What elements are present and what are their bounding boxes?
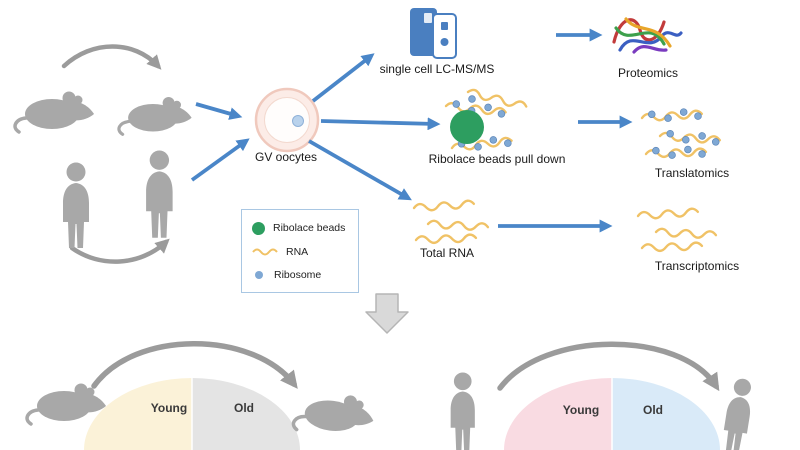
legend-label-rna: RNA xyxy=(286,245,309,258)
down-block-arrow-icon xyxy=(365,293,409,334)
ribolace-bead-legend-icon xyxy=(252,221,265,235)
label-proteomics: Proteomics xyxy=(617,66,679,80)
gv-oocyte-icon xyxy=(254,87,320,153)
mouse-icon-1 xyxy=(13,89,96,134)
legend-label-ribolace-beads: Ribolace beads xyxy=(273,222,346,234)
old-human-wedge xyxy=(612,378,720,450)
cycle-arrow-mice xyxy=(61,44,162,70)
human-icon-2 xyxy=(146,150,173,238)
aging-arc-human xyxy=(497,341,720,392)
aging-arc-mouse xyxy=(91,341,298,389)
young-human-wedge xyxy=(504,378,612,450)
mouse-aging-semicircle xyxy=(84,378,300,450)
legend-item-ribosome: Ribosome xyxy=(252,269,348,281)
ribolace-bead-pulldown-icon xyxy=(445,87,529,154)
rna-legend-icon xyxy=(252,248,278,255)
mouse-young-icon xyxy=(25,381,108,426)
human-icon-1 xyxy=(63,162,89,248)
arrow-oocyte-to-totalrna xyxy=(308,139,412,201)
human-aging-semicircle xyxy=(504,378,720,450)
arrow-human-to-oocyte xyxy=(190,138,250,182)
cycle-arrow-humans xyxy=(69,238,170,264)
label-gv-oocytes: GV oocytes xyxy=(254,150,318,164)
legend-box: Ribolace beads RNA Ribosome xyxy=(241,209,359,293)
label-transcriptomics: Transcriptomics xyxy=(654,259,740,273)
label-ribolace-pulldown: Ribolace beads pull down xyxy=(428,152,566,166)
label-total-rna: Total RNA xyxy=(419,246,475,260)
lcms-instrument-icon xyxy=(410,8,457,59)
total-rna-icon xyxy=(412,199,490,245)
young-mouse-wedge xyxy=(84,378,192,450)
label-single-cell-lcms: single cell LC-MS/MS xyxy=(379,62,495,76)
human-old-icon xyxy=(720,377,756,450)
mouse-old-icon xyxy=(291,387,378,441)
old-mouse-wedge xyxy=(192,378,300,450)
arrow-oocyte-to-lcms xyxy=(311,53,375,103)
ribosome-legend-icon xyxy=(255,270,263,279)
label-old-human: Old xyxy=(643,403,663,417)
arrow-mouse-to-oocyte xyxy=(195,102,243,120)
protein-structure-icon xyxy=(612,17,683,54)
label-young-mouse: Young xyxy=(150,401,188,415)
label-young-human: Young xyxy=(562,403,600,417)
label-translatomics: Translatomics xyxy=(654,166,730,180)
transcriptomics-rna-icon xyxy=(636,207,718,253)
legend-item-rna: RNA xyxy=(252,246,348,258)
polysome-strands-icon xyxy=(642,107,721,159)
mouse-icon-2 xyxy=(117,95,194,136)
human-young-icon xyxy=(450,372,475,450)
arrow-oocyte-to-beads xyxy=(320,117,441,131)
legend-item-ribolace-beads: Ribolace beads xyxy=(252,221,348,235)
label-old-mouse: Old xyxy=(234,401,254,415)
legend-label-ribosome: Ribosome xyxy=(274,268,322,281)
